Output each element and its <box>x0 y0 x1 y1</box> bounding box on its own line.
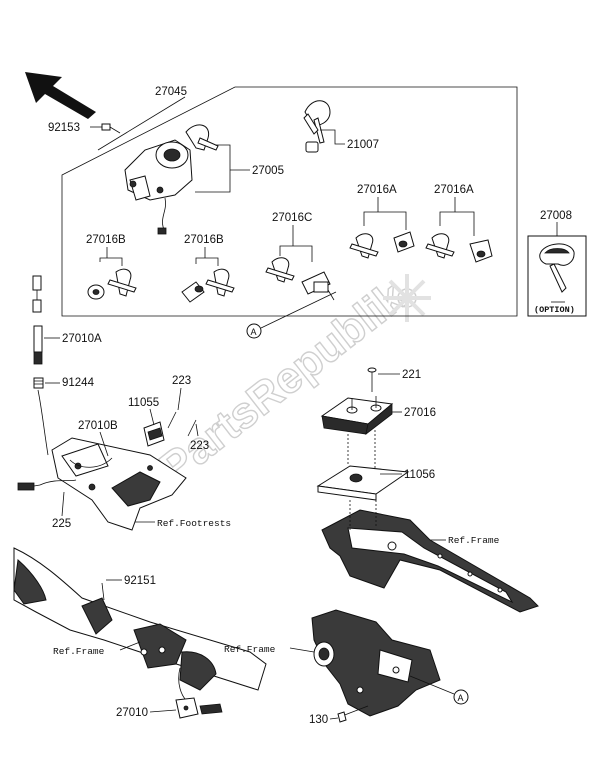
lock-set-27016b-1 <box>87 268 137 300</box>
bolt-223-1 <box>167 411 177 429</box>
option-key-box: (OPTION) <box>527 235 587 317</box>
callout-a-bottom: A <box>409 675 469 705</box>
ref-footrests: Ref.Footrests <box>157 518 231 529</box>
clamp-11055 <box>143 421 165 447</box>
lock-set-27016a-1 <box>349 231 415 259</box>
rear-frame <box>321 500 539 613</box>
seat-lock-27016 <box>320 396 394 435</box>
label-27016c: 27016C <box>272 212 312 224</box>
option-label: (OPTION) <box>534 305 575 315</box>
lower-frame-left <box>13 547 267 691</box>
ref-frame-bottom: Ref.Frame <box>224 644 276 655</box>
svg-text:A: A <box>458 693 464 703</box>
label-223-2: 223 <box>190 440 209 452</box>
svg-text:A: A <box>251 327 257 337</box>
front-direction-arrow-icon <box>25 72 96 119</box>
spring-91244 <box>33 377 44 389</box>
bolt-221 <box>367 367 377 392</box>
label-27016a-2: 27016A <box>434 184 474 196</box>
label-130: 130 <box>309 714 328 726</box>
ref-frame-left: Ref.Frame <box>53 646 105 657</box>
watermark-gear-icon <box>383 274 431 322</box>
ignition-kit-outline <box>61 86 518 317</box>
label-91244: 91244 <box>62 377 95 389</box>
label-27008: 27008 <box>540 210 572 222</box>
label-27016: 27016 <box>404 407 436 419</box>
lock-set-27016c <box>265 257 335 301</box>
bolt-92153 <box>101 123 121 134</box>
lock-set-27016b-2 <box>181 268 235 303</box>
label-225: 225 <box>52 518 71 530</box>
switch-27010 <box>175 667 223 719</box>
label-11055: 11055 <box>128 397 159 409</box>
ignition-switch-27005 <box>124 139 193 235</box>
label-11056: 11056 <box>404 469 435 481</box>
label-27010a: 27010A <box>62 333 102 345</box>
bolt-130 <box>337 705 369 723</box>
key-21007 <box>303 100 331 153</box>
label-27010b: 27010B <box>78 420 118 432</box>
switch-wire <box>37 389 49 456</box>
label-92153: 92153 <box>48 122 80 134</box>
callout-a-top: A <box>246 291 337 339</box>
lock-set-27016a-2 <box>425 233 493 263</box>
bracket-11056 <box>316 430 410 501</box>
label-21007: 21007 <box>347 139 379 151</box>
label-27045: 27045 <box>155 86 187 98</box>
ref-frame-right: Ref.Frame <box>448 535 500 546</box>
label-27010: 27010 <box>116 707 148 719</box>
switch-27010a <box>32 275 43 365</box>
label-223-1: 223 <box>172 375 191 387</box>
label-221: 221 <box>402 369 421 381</box>
lower-frame-right <box>311 609 441 717</box>
key-set <box>185 124 219 151</box>
label-27005: 27005 <box>252 165 284 177</box>
label-27016b-1: 27016B <box>86 234 126 246</box>
switch-bracket-assembly <box>17 437 187 531</box>
label-27016b-2: 27016B <box>184 234 224 246</box>
label-92151: 92151 <box>124 575 156 587</box>
bolt-223-2 <box>187 419 197 437</box>
label-27016a-1: 27016A <box>357 184 397 196</box>
